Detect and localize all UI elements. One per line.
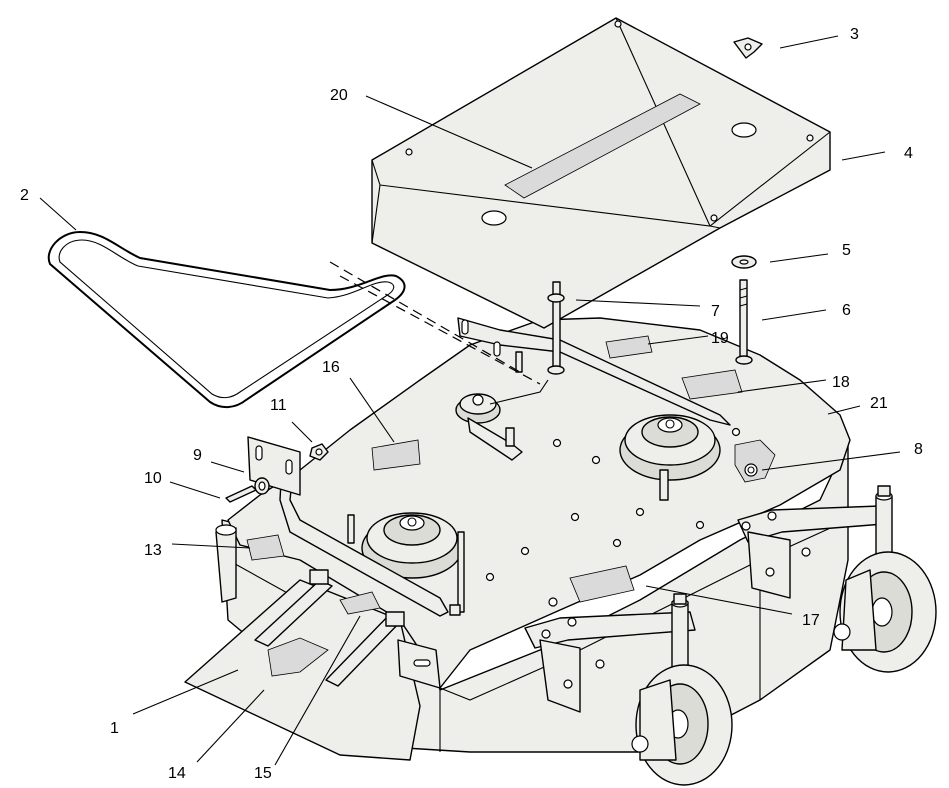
callout-6: 6 — [842, 302, 851, 319]
washer-stud — [731, 255, 757, 365]
decal-16 — [371, 439, 421, 471]
decal-19 — [605, 335, 653, 359]
callout-5: 5 — [842, 242, 851, 259]
belt-cover — [371, 17, 831, 329]
callout-20: 20 — [330, 87, 348, 104]
callout-16: 16 — [322, 359, 340, 376]
idler-pulley — [455, 379, 549, 461]
callout-19: 19 — [711, 330, 729, 347]
callout-18: 18 — [832, 374, 850, 391]
callout-21: 21 — [870, 395, 888, 412]
callout-14: 14 — [168, 765, 186, 782]
callout-17: 17 — [802, 612, 820, 629]
discharge-chute — [184, 569, 441, 761]
callout-labels: 1 2 3 4 5 6 7 8 9 10 11 13 14 15 16 17 1… — [20, 26, 923, 782]
decal-17 — [569, 565, 635, 603]
caster-assembly-rear — [524, 593, 733, 786]
hardware — [225, 443, 329, 503]
callout-7: 7 — [711, 303, 720, 320]
belt-guard-right — [457, 317, 731, 426]
leader-lines — [39, 35, 901, 766]
decal-14 — [267, 637, 329, 677]
callout-1: 1 — [110, 720, 119, 737]
callout-15: 15 — [254, 765, 272, 782]
callout-10: 10 — [144, 470, 162, 487]
callout-2: 2 — [20, 187, 29, 204]
decal-20 — [504, 93, 701, 199]
drive-belt — [47, 230, 541, 408]
caster-assembly-front — [737, 485, 937, 673]
callout-9: 9 — [193, 447, 202, 464]
callout-3: 3 — [850, 26, 859, 43]
callout-13: 13 — [144, 542, 162, 559]
decal-13 — [246, 534, 285, 561]
left-spindle-pulley — [361, 512, 463, 579]
cover-knob — [733, 37, 763, 59]
callout-4: 4 — [904, 145, 913, 162]
stud-7 — [547, 281, 565, 375]
right-spindle-pulley — [619, 414, 721, 501]
callout-11: 11 — [270, 397, 287, 414]
callout-8: 8 — [914, 441, 923, 458]
decal-15 — [339, 591, 381, 615]
left-rear-post — [215, 524, 237, 603]
